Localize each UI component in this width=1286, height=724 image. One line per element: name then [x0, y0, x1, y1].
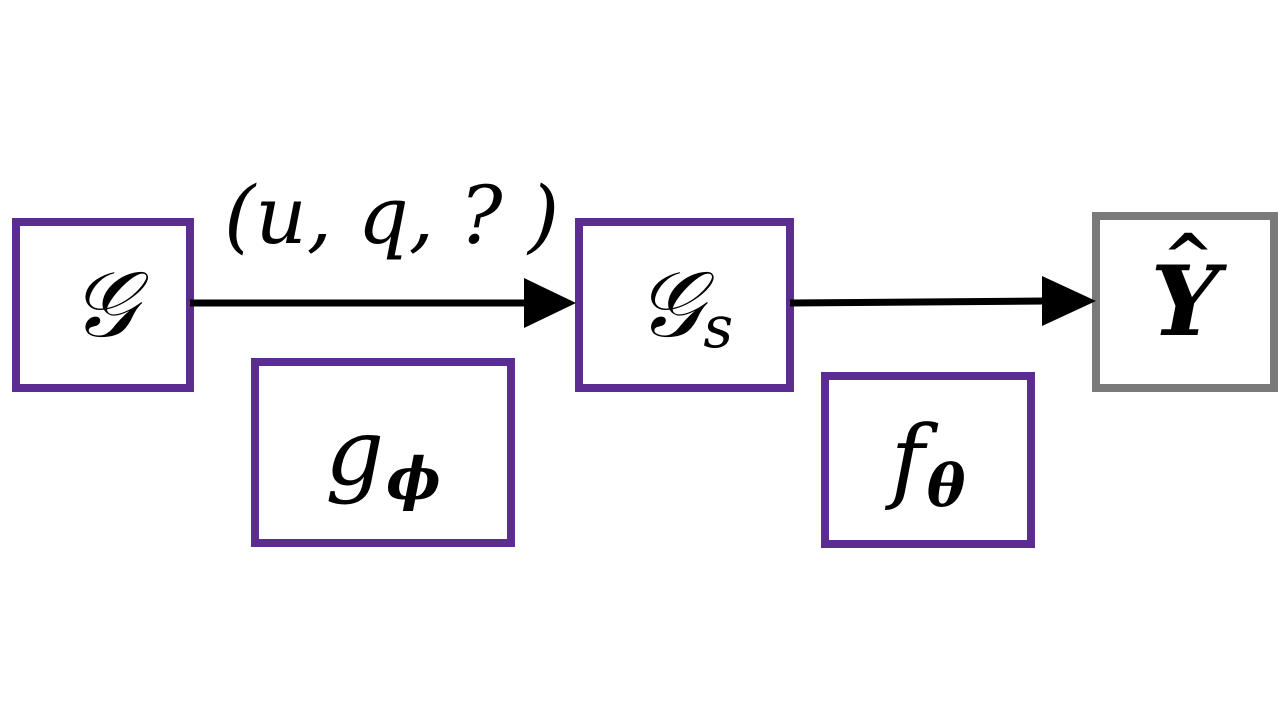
graph-node: 𝒢: [12, 218, 194, 392]
output-letter: Y: [1150, 245, 1220, 358]
output-node: ^Y: [1092, 212, 1278, 392]
arrowhead-subgraph-to-output: [1042, 276, 1096, 326]
extractor-symbol: g: [325, 398, 385, 506]
graph-symbol: 𝒢: [70, 251, 136, 358]
model-subscript: θ: [926, 452, 966, 520]
subgraph-subscript: s: [703, 293, 734, 361]
model-symbol: f: [890, 406, 925, 513]
query-edge-label: (u, q, ? ): [224, 169, 560, 262]
output-hat: ^: [1162, 220, 1215, 293]
output-symbol: ^Y: [1151, 226, 1220, 350]
subgraph-symbol: 𝒢: [635, 251, 702, 358]
extractor-subscript: ϕ: [386, 444, 441, 513]
arrow-subgraph-to-output: [789, 297, 1047, 307]
arrowhead-graph-to-subgraph: [524, 278, 576, 328]
